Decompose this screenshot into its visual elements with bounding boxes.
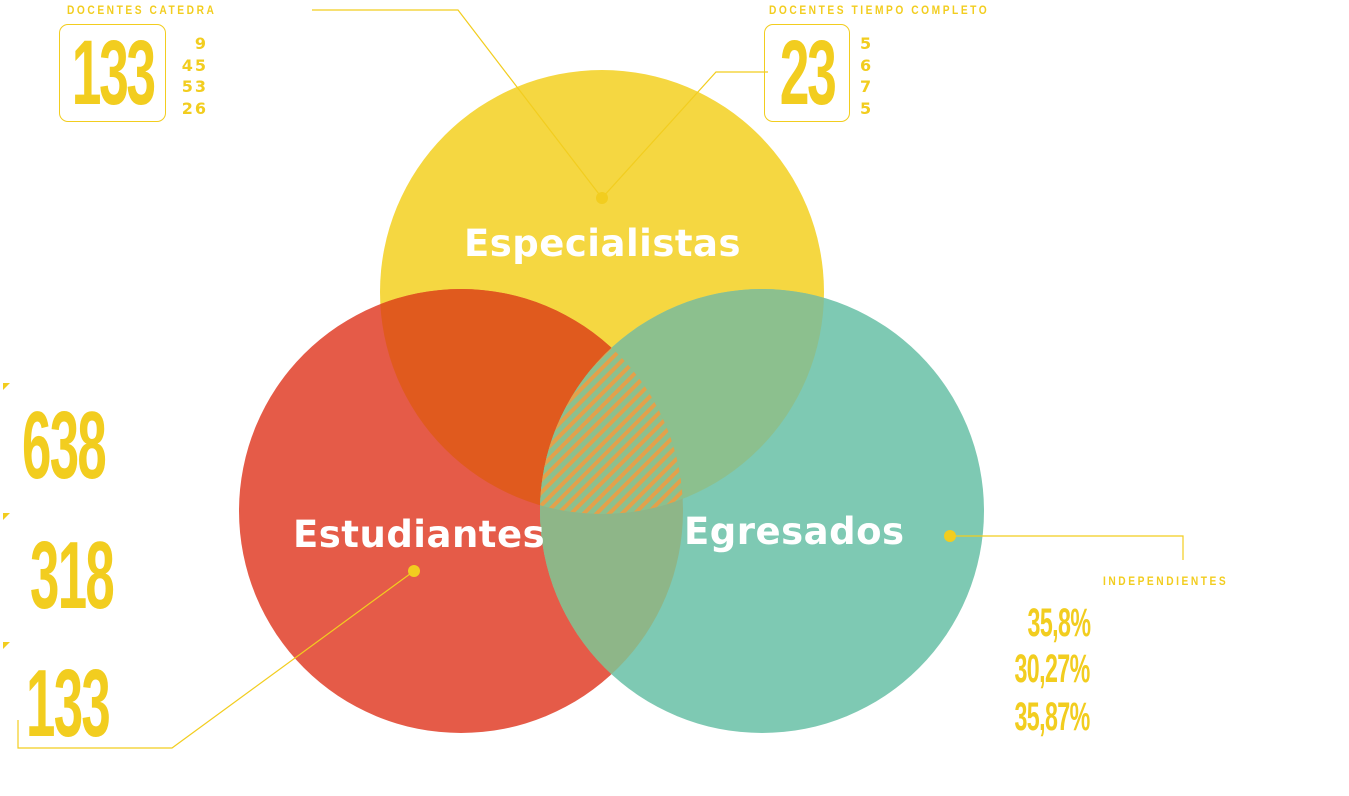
docentes-catedra-caption: DOCENTES CATEDRA (67, 3, 217, 17)
breakdown-value: 5 (860, 34, 874, 53)
breakdown-value: 6 (860, 55, 874, 75)
tick-marker (3, 642, 10, 649)
docentes-catedra-box: 133 (59, 24, 166, 122)
estudiantes-count: 318 (30, 522, 115, 629)
dot-egresados (944, 530, 956, 542)
tick-marker (3, 383, 10, 390)
breakdown-value: 7 (860, 77, 874, 96)
breakdown-value: 5 (860, 98, 874, 118)
breakdown-value: 53 (181, 77, 208, 96)
docentes-tiempo-total: 23 (779, 22, 837, 124)
breakdown-value: 45 (181, 55, 208, 75)
dot-estudiantes (408, 565, 420, 577)
docentes-tiempo-caption: DOCENTES TIEMPO COMPLETO (769, 3, 990, 17)
independientes-caption: INDEPENDIENTES (1103, 574, 1229, 588)
connector-docentes-tiempo (601, 71, 768, 199)
docentes-catedra-breakdown: 9 45 53 26 (176, 33, 208, 119)
connector-independientes (950, 535, 1184, 560)
estudiantes-count: 638 (22, 392, 107, 499)
independientes-value: 35,8% (1027, 601, 1090, 645)
docentes-catedra-total: 133 (71, 22, 155, 124)
connector-estudiantes (17, 570, 415, 749)
docentes-tiempo-breakdown: 5 6 7 5 (860, 33, 876, 119)
dot-especialistas (596, 192, 608, 204)
especialistas-label: Especialistas (464, 222, 742, 265)
egresados-label: Egresados (684, 510, 905, 553)
breakdown-value: 26 (181, 98, 208, 118)
tick-marker (3, 513, 10, 520)
connector-docentes-catedra (312, 9, 603, 199)
overlap-all-three (540, 289, 683, 514)
estudiantes-count: 133 (26, 650, 111, 757)
docentes-tiempo-box: 23 (764, 24, 850, 122)
independientes-value: 30,27% (1014, 647, 1091, 691)
breakdown-value: 9 (194, 34, 208, 53)
independientes-value: 35,87% (1014, 695, 1091, 739)
estudiantes-label: Estudiantes (293, 513, 546, 556)
